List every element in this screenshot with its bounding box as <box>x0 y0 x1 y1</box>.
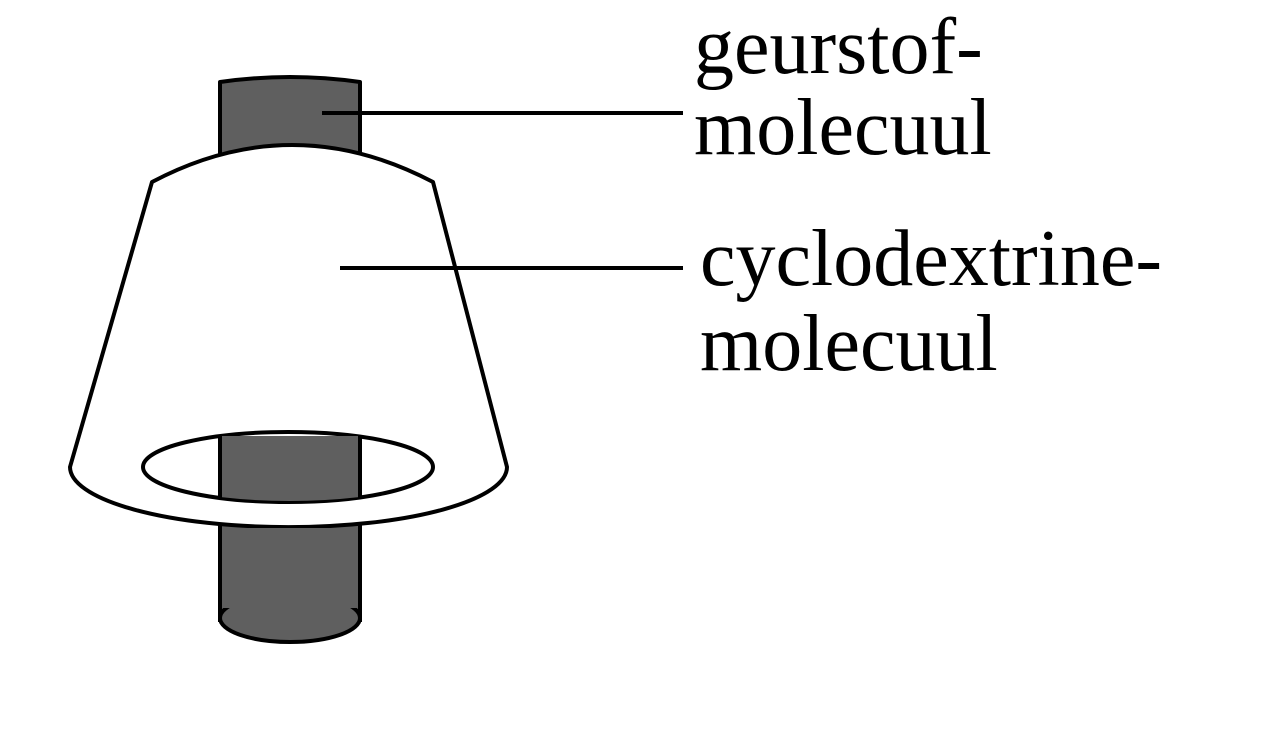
cyclodextrin-inner-ring <box>140 430 436 504</box>
cyclodextrin-label-line2: molecuul <box>700 300 998 388</box>
fragrance-label-line1: geurstof- <box>694 3 983 91</box>
fragrance-label-line2: molecuul <box>694 84 992 172</box>
fragrance-rod-upper <box>218 75 362 167</box>
cyclodextrin-cone-body <box>68 143 509 530</box>
cyclodextrin-molecule <box>68 143 509 608</box>
fragrance-molecule-top <box>218 75 362 167</box>
fragrance-rod-through-cavity <box>220 436 360 501</box>
fragrance-rod-below-rim <box>222 528 358 608</box>
cyclodextrin-label-line1: cyclodextrine- <box>700 215 1162 303</box>
